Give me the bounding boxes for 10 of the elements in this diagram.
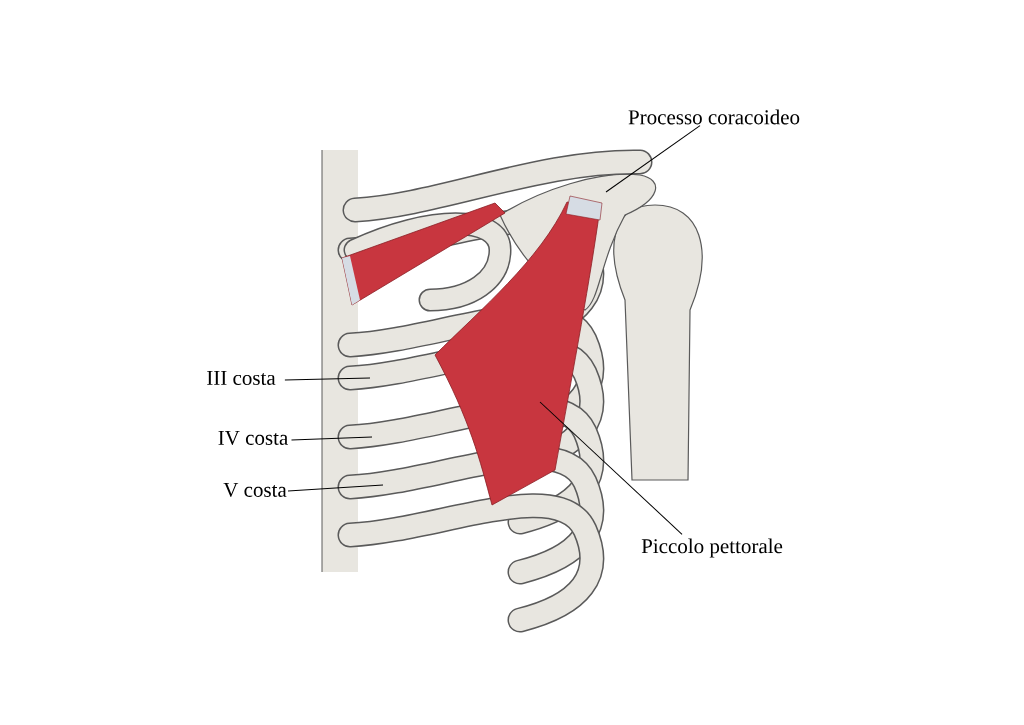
- leader-line: [287, 484, 384, 492]
- leader-line: [284, 377, 371, 381]
- part-label: IV costa: [218, 430, 288, 446]
- leader-line: [291, 436, 373, 441]
- part-label: V costa: [223, 482, 287, 498]
- part-label: Processo coracoideo: [628, 109, 800, 125]
- leader-line: [539, 401, 683, 535]
- part-label: Piccolo pettorale: [641, 538, 783, 558]
- part-label: III costa: [207, 371, 276, 385]
- leader-line: [605, 125, 701, 193]
